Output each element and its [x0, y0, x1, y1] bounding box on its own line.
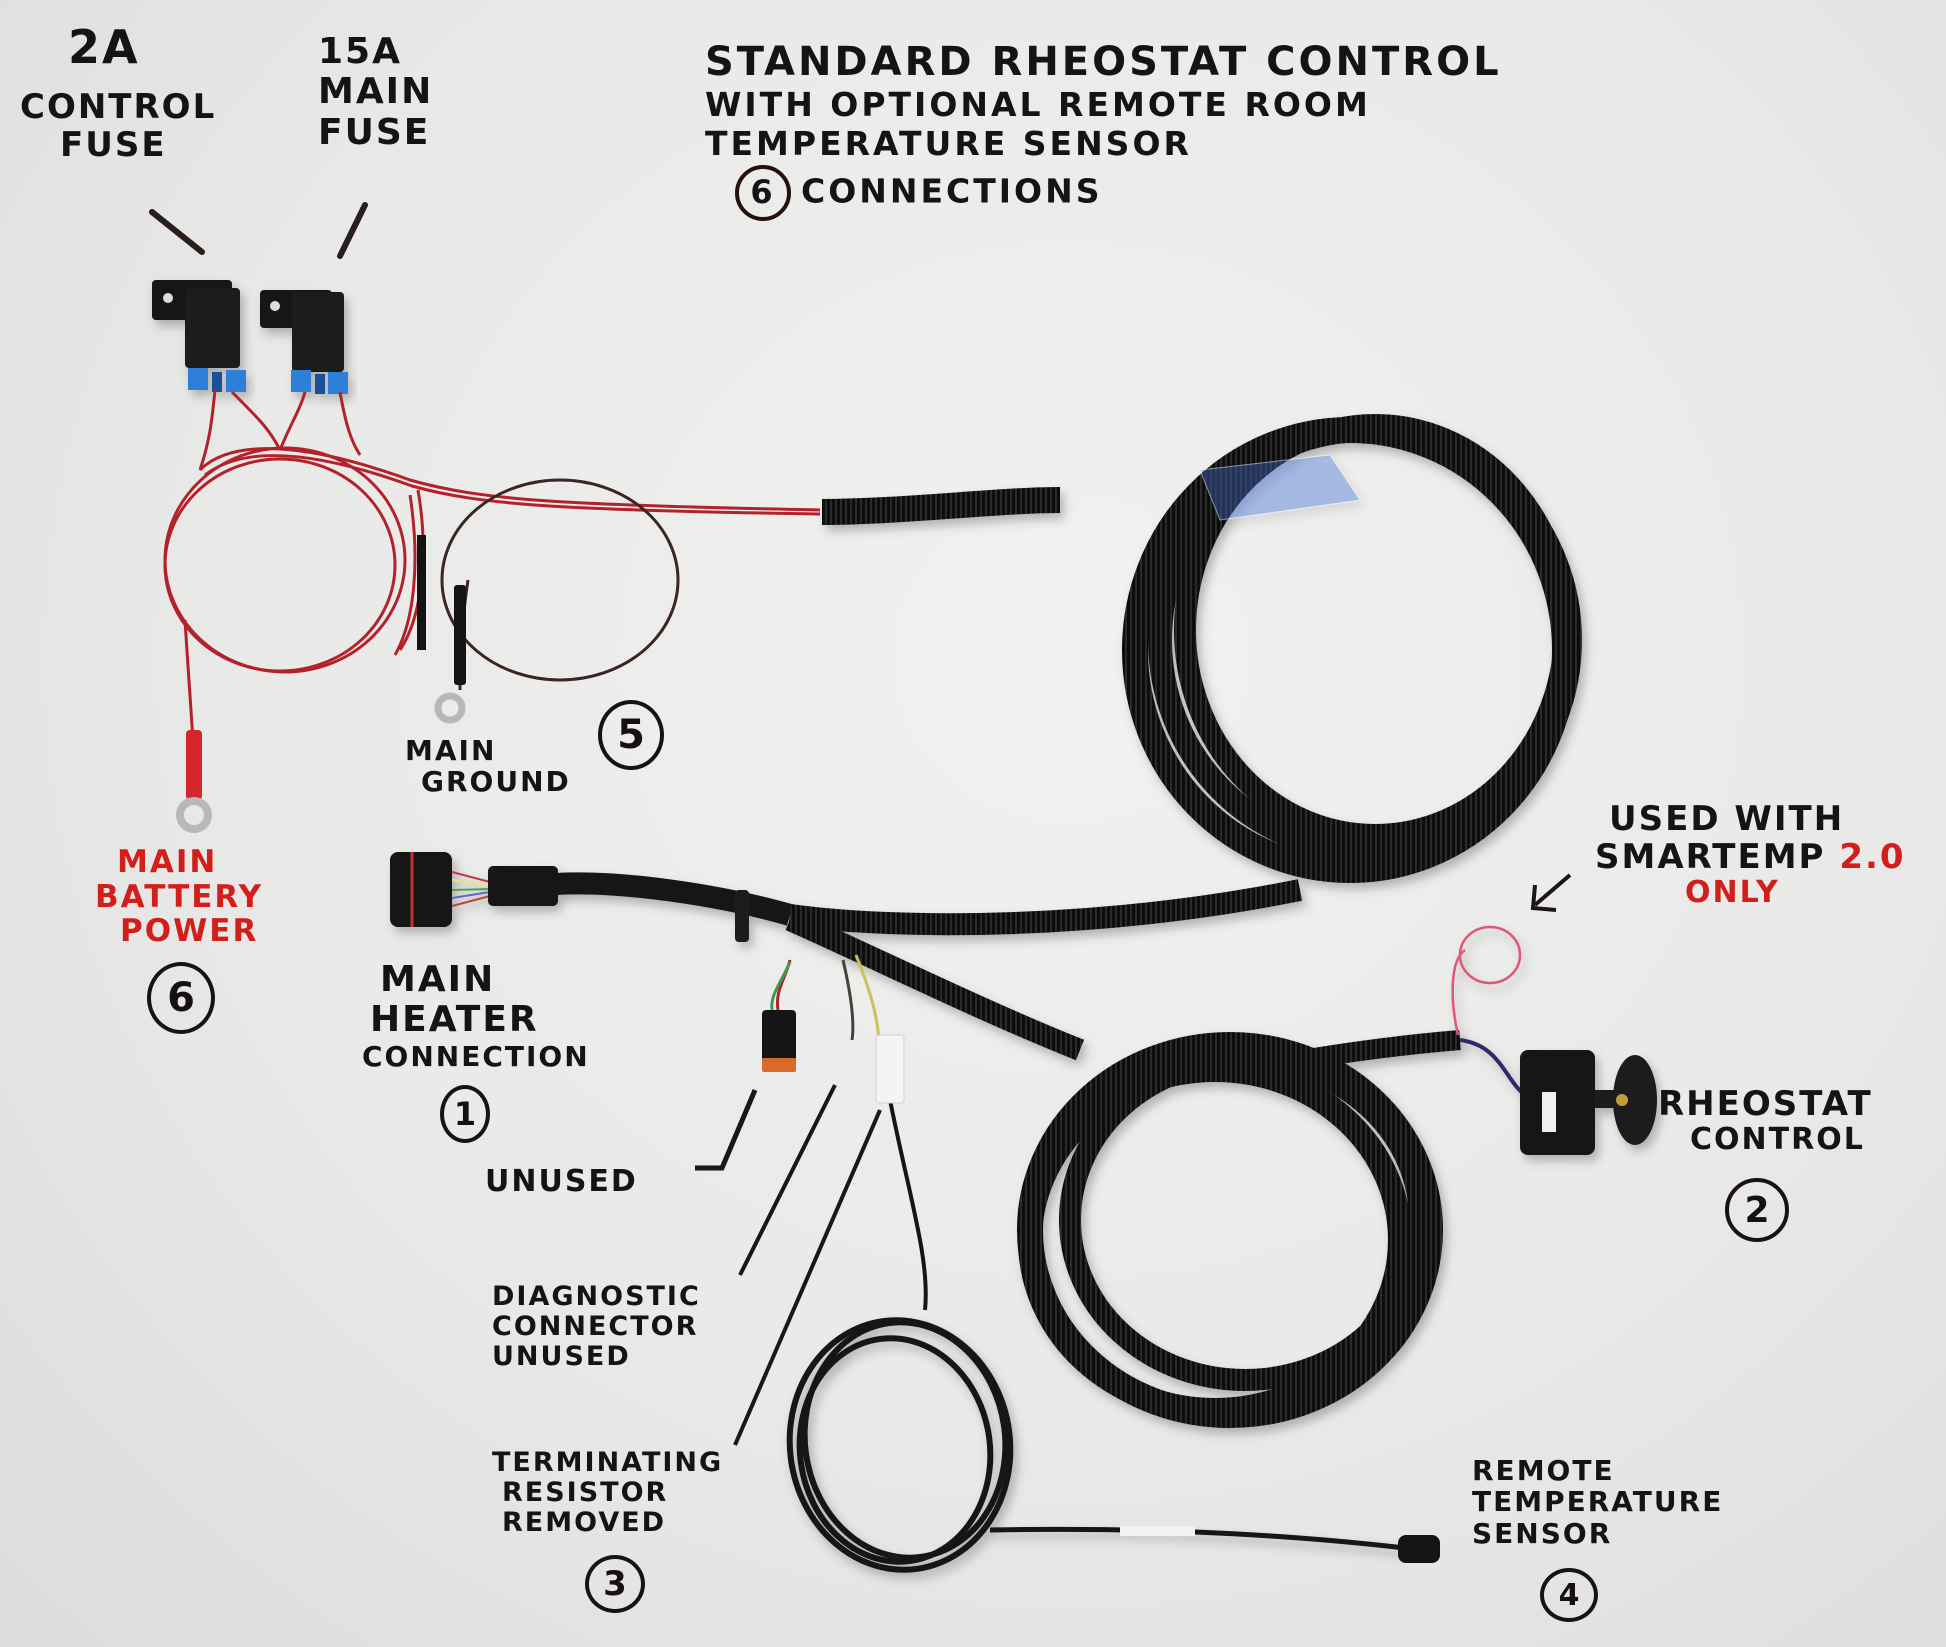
control-fuse-holder — [152, 280, 246, 392]
rheostat-control-label: Rheostat Control — [1658, 1084, 1873, 1158]
unused-pointer — [695, 1089, 758, 1171]
unused-connector-cap — [762, 1058, 796, 1072]
battery-ring-terminal — [176, 797, 212, 833]
smartemp-note: Used With Smartemp 2.0 Only — [1595, 799, 1906, 911]
sensor-cable-coil — [786, 1317, 1406, 1573]
loose-leads — [770, 954, 928, 1311]
main-fuse-pointer — [337, 202, 368, 259]
connection-number-5: 5 — [598, 700, 664, 770]
upper-loom-coil — [821, 414, 1582, 883]
terminating-resistor-label: Terminating Resistor Removed — [492, 1447, 724, 1539]
heat-shrink — [417, 535, 426, 650]
control-fuse-text: Control Fuse — [20, 87, 217, 166]
unused-connector — [762, 1010, 796, 1062]
red-power-wire-loop — [163, 389, 821, 801]
main-fuse-label: 15A Main Fuse — [318, 31, 434, 153]
main-battery-power-label: Main Battery Power — [95, 844, 264, 950]
main-heater-connector — [390, 852, 794, 942]
main-heater-connection-label: Main Heater Connection — [362, 959, 590, 1073]
remote-sensor-label: Remote Temperature Sensor — [1472, 1454, 1724, 1550]
connection-number-4: 4 — [1540, 1568, 1598, 1622]
connection-number-1: 1 — [440, 1085, 490, 1143]
connection-number-2: 2 — [1725, 1178, 1789, 1242]
smartemp-arrow — [1530, 873, 1572, 912]
connections-count-badge: 6 — [735, 164, 791, 221]
remote-temperature-sensor — [1398, 1535, 1440, 1563]
terminating-resistor-plug — [875, 1034, 905, 1104]
sensor-barcode-label — [1120, 1526, 1195, 1536]
connection-number-6: 6 — [147, 962, 215, 1034]
control-fuse-pointer — [149, 209, 205, 255]
diagnostic-pointer — [738, 1084, 837, 1276]
battery-lead — [186, 730, 202, 800]
connection-number-3: 3 — [585, 1555, 645, 1613]
ground-heat-shrink — [454, 585, 466, 685]
main-ground-label: Main Ground — [405, 734, 571, 799]
ground-ring-terminal — [434, 692, 466, 724]
main-fuse-holder — [260, 290, 348, 394]
control-fuse-label: 2A — [68, 20, 140, 74]
unused-label: Unused — [485, 1164, 638, 1199]
page-title: Standard Rheostat Control With Optional … — [705, 40, 1502, 223]
rheostat-device — [1451, 925, 1657, 1155]
diagnostic-connector-label: Diagnostic Connector Unused — [492, 1281, 701, 1373]
harness-branches — [785, 879, 1461, 1428]
terminating-pointer — [733, 1109, 882, 1446]
